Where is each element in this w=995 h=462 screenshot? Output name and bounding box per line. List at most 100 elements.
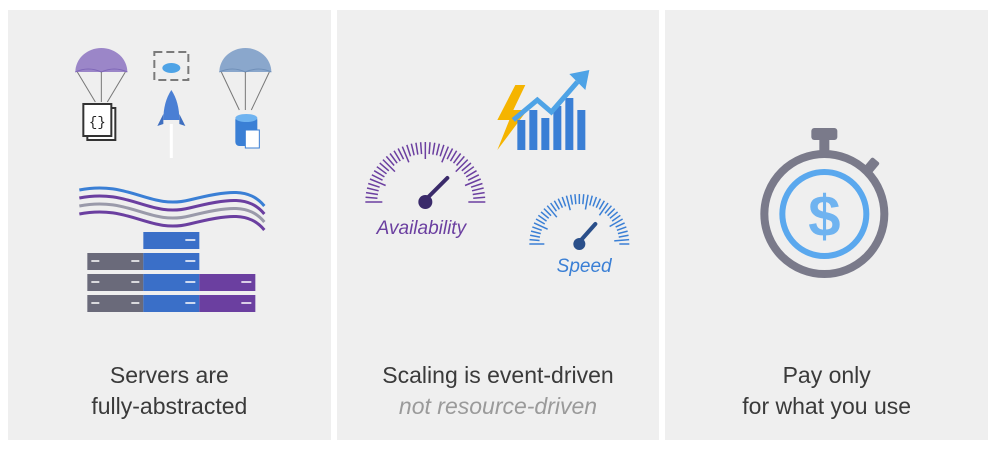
caption-scaling-line2: not resource-driven <box>398 393 598 419</box>
svg-text:{}: {} <box>89 115 106 131</box>
gauge-tick <box>618 234 629 238</box>
caption-scaling: Scaling is event-driven not resource-dri… <box>337 360 660 422</box>
speed-gauge-icon <box>529 194 630 250</box>
server-stack-icon <box>87 232 256 312</box>
gauge-tick <box>463 166 474 175</box>
panel-pay: $ Pay only for what you use <box>665 10 989 440</box>
gauge-tick <box>531 226 542 232</box>
gauge-tick <box>543 208 552 217</box>
gauge-tick <box>565 195 571 211</box>
parachute-code-icon: {} <box>75 48 128 141</box>
caption-scaling-line1: Scaling is event-driven <box>382 362 614 388</box>
gauge-tick <box>613 238 629 242</box>
gauge-tick <box>471 187 484 192</box>
gauge-tick <box>454 159 468 173</box>
gauge-tick <box>472 196 485 199</box>
gauge-tick <box>533 222 548 230</box>
caption-servers: Servers are fully-abstracted <box>8 360 331 422</box>
gauge-tick <box>461 162 472 172</box>
gauge-tick <box>529 234 540 238</box>
gauge-tick <box>440 146 449 163</box>
gauge-tick <box>611 214 621 222</box>
gauge-tick <box>382 159 396 173</box>
gauge-tick <box>410 143 415 156</box>
rocket-icon <box>153 51 190 158</box>
panel-scaling: Availability Speed Scaling is event-driv… <box>336 10 660 440</box>
gauge-tick <box>557 198 563 209</box>
gauge-tick <box>389 153 398 164</box>
gauge-tick <box>467 174 479 181</box>
gauge-tick <box>598 200 605 210</box>
gauge-tick <box>365 196 378 199</box>
gauge-tick <box>604 205 612 214</box>
gauge-tick <box>537 214 547 222</box>
gauge-tick <box>464 178 481 187</box>
gauge-tick <box>614 222 625 228</box>
caption-pay-line1: Pay only <box>782 362 871 388</box>
gauge-tick <box>581 194 585 205</box>
gauge-tick <box>540 211 549 219</box>
gauge-tick <box>529 238 540 242</box>
gauge-tick <box>446 148 453 160</box>
gauge-tick <box>452 153 461 164</box>
pay-illustration: $ <box>760 128 889 278</box>
gauge-tick <box>553 200 560 210</box>
gauge-tick <box>385 155 395 166</box>
gauge-tick <box>609 211 618 219</box>
parachute-database-icon <box>219 48 272 149</box>
gauge-tick <box>397 148 404 160</box>
gauge-tick <box>595 198 601 209</box>
gauge-tick <box>606 208 615 217</box>
gauge-tick <box>435 143 440 156</box>
gauge-tick <box>472 191 485 196</box>
gauge-tick <box>455 155 465 166</box>
gauge-tick <box>431 142 436 155</box>
gauge-tick <box>592 196 597 207</box>
gauge-tick <box>378 162 389 172</box>
gauge-tick <box>367 182 380 188</box>
gauge-tick <box>561 196 567 207</box>
gauge-tick <box>535 218 545 225</box>
servers-illustration: {} <box>75 48 272 312</box>
gauge-tick <box>376 166 387 175</box>
availability-label: Availability <box>376 218 467 239</box>
lightning-chart-icon <box>497 70 590 150</box>
caption-pay: Pay only for what you use <box>665 360 988 422</box>
gauge-tick <box>569 194 573 205</box>
svg-text:$: $ <box>809 184 841 249</box>
stopwatch-dollar-icon: $ <box>760 128 889 278</box>
feature-panels: {} <box>8 10 989 440</box>
caption-pay-line2: for what you use <box>742 393 912 419</box>
gauge-tick <box>419 142 422 155</box>
gauge-tick <box>365 191 378 196</box>
scaling-illustration <box>365 70 630 250</box>
gauge-tick <box>393 150 401 162</box>
gauge-tick <box>608 218 623 228</box>
gauge-tick <box>617 230 628 235</box>
gauge-tick <box>401 146 410 163</box>
gauge-tick <box>530 230 541 235</box>
gauge-tick <box>414 142 419 155</box>
caption-servers-line2: fully-abstracted <box>91 393 248 419</box>
gauge-tick <box>549 202 557 212</box>
gauge-tick <box>465 170 477 178</box>
gauge-tick <box>405 144 411 157</box>
gauge-tick <box>439 144 445 157</box>
gauge-tick <box>366 187 379 192</box>
panel-servers: {} <box>8 10 331 440</box>
gauge-tick <box>470 182 483 188</box>
caption-servers-line1: Servers are <box>109 362 229 388</box>
gauge-tick <box>616 226 627 232</box>
gauge-tick <box>584 194 589 210</box>
gauge-tick <box>369 178 386 187</box>
gauge-tick <box>598 202 609 216</box>
gauge-tick <box>428 142 431 155</box>
gauge-tick <box>373 170 385 178</box>
gauge-tick <box>546 205 558 218</box>
availability-gauge-icon <box>365 142 486 209</box>
gauge-tick <box>371 174 383 181</box>
gauge-tick <box>449 150 457 162</box>
speed-label: Speed <box>556 256 612 277</box>
gauge-tick <box>573 194 577 205</box>
network-lines-icon <box>79 186 266 231</box>
